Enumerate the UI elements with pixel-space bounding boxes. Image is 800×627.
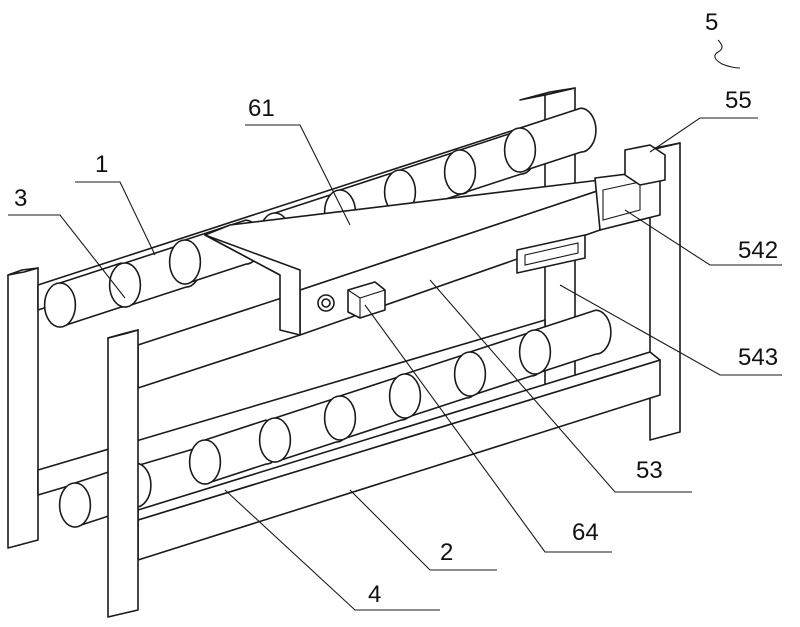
back-left-post	[7, 267, 39, 549]
label-61: 61	[248, 95, 275, 122]
label-55: 55	[725, 87, 752, 114]
clamp-plate	[204, 234, 301, 336]
label-2: 2	[440, 539, 453, 566]
label-64: 64	[572, 519, 599, 546]
upper-front-rail	[137, 291, 301, 389]
label-5: 5	[705, 9, 718, 36]
roller	[518, 309, 612, 375]
label-4: 4	[368, 581, 381, 608]
display-panel	[516, 234, 586, 274]
front-left-post	[107, 329, 139, 618]
roller	[503, 107, 597, 173]
top-block	[624, 144, 666, 186]
label-542: 542	[738, 237, 778, 264]
knob-inner	[321, 298, 331, 308]
label-1: 1	[95, 151, 108, 178]
label-3: 3	[14, 185, 27, 212]
label-53: 53	[636, 457, 663, 484]
leader-lines	[8, 39, 782, 611]
label-543: 543	[738, 344, 778, 371]
sensor-block	[347, 281, 386, 319]
